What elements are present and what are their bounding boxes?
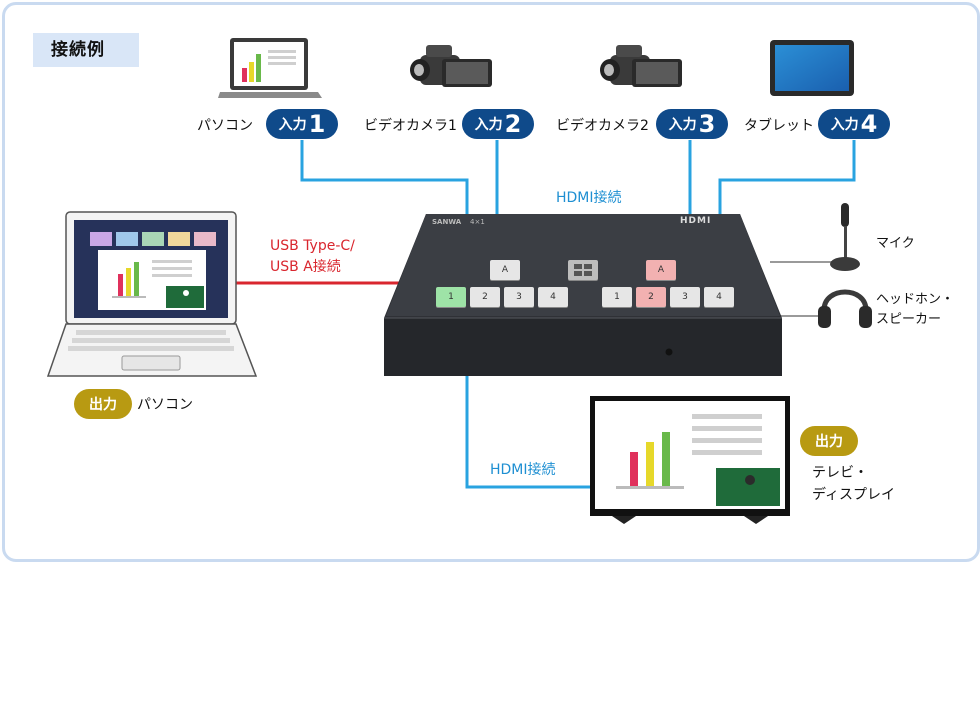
mic-label: マイク bbox=[876, 236, 915, 251]
tv-output-label-line-2: ディスプレイ bbox=[812, 487, 896, 503]
left-source-button[interactable]: 4 bbox=[538, 287, 568, 307]
input-2-label: ビデオカメラ1 bbox=[364, 118, 457, 134]
tablet-icon bbox=[770, 40, 854, 96]
input-3-number: 3 bbox=[698, 110, 716, 138]
tv-output-label: テレビ・ ディスプレイ bbox=[812, 462, 895, 506]
pc-output-badge: 出力 bbox=[74, 389, 132, 419]
program-a-button[interactable]: A bbox=[646, 260, 676, 280]
usb-label-line-2: USB A接続 bbox=[270, 259, 341, 275]
microphone-icon bbox=[830, 203, 860, 271]
left-source-button[interactable]: 1 bbox=[436, 287, 466, 307]
headphone-label-line-1: ヘッドホン・ bbox=[876, 292, 955, 307]
hdmi-input-label: HDMI接続 bbox=[556, 190, 622, 206]
headphones-icon bbox=[818, 289, 872, 328]
input-3-badge-text: 入力 bbox=[668, 117, 697, 133]
left-source-button[interactable]: 3 bbox=[504, 287, 534, 307]
input-2-number: 2 bbox=[504, 110, 522, 138]
right-source-button[interactable]: 1 bbox=[602, 287, 632, 307]
pc-output-label: パソコン bbox=[137, 397, 193, 413]
switcher-device: SANWA 4×1 HDMI A A 1 2 3 4 1 2 3 4 bbox=[384, 214, 782, 376]
hdmi-logo: HDMI bbox=[680, 216, 712, 226]
hdmi-line-input-4 bbox=[718, 140, 856, 222]
preview-a-button[interactable]: A bbox=[490, 260, 520, 280]
hdmi-line-input-1 bbox=[300, 140, 469, 222]
layout-button[interactable] bbox=[568, 260, 598, 280]
page-title: 接続例 bbox=[33, 33, 139, 67]
input-2-badge-text: 入力 bbox=[474, 117, 503, 133]
input-4-label: タブレット bbox=[744, 118, 814, 134]
switcher-brand: SANWA bbox=[432, 218, 462, 226]
hdmi-output-label: HDMI接続 bbox=[490, 462, 556, 478]
input-4-badge-text: 入力 bbox=[830, 117, 859, 133]
input-4-number: 4 bbox=[860, 110, 878, 138]
input-3-label: ビデオカメラ2 bbox=[556, 118, 649, 134]
right-source-button[interactable]: 4 bbox=[704, 287, 734, 307]
camcorder-icon bbox=[410, 45, 492, 87]
usb-label-line-1: USB Type-C/ bbox=[270, 238, 355, 254]
headphone-label-line-2: スピーカー bbox=[876, 312, 942, 327]
input-1-badge-text: 入力 bbox=[278, 117, 307, 133]
input-1-number: 1 bbox=[308, 110, 326, 138]
tv-icon bbox=[590, 396, 790, 524]
right-source-button[interactable]: 3 bbox=[670, 287, 700, 307]
tv-output-label-line-1: テレビ・ bbox=[812, 465, 868, 481]
tv-output-badge: 出力 bbox=[800, 426, 858, 456]
hdmi-line-output bbox=[465, 376, 592, 489]
laptop-icon bbox=[218, 38, 322, 98]
input-1-label: パソコン bbox=[197, 118, 253, 134]
left-source-button[interactable]: 2 bbox=[470, 287, 500, 307]
usb-label: USB Type-C/ USB A接続 bbox=[270, 236, 355, 278]
laptop-icon bbox=[46, 211, 258, 377]
right-source-button[interactable]: 2 bbox=[636, 287, 666, 307]
headphone-label: ヘッドホン・ スピーカー bbox=[876, 290, 954, 330]
switcher-model: 4×1 bbox=[470, 218, 485, 226]
layout-icon bbox=[574, 264, 592, 276]
camcorder-icon bbox=[600, 45, 682, 87]
